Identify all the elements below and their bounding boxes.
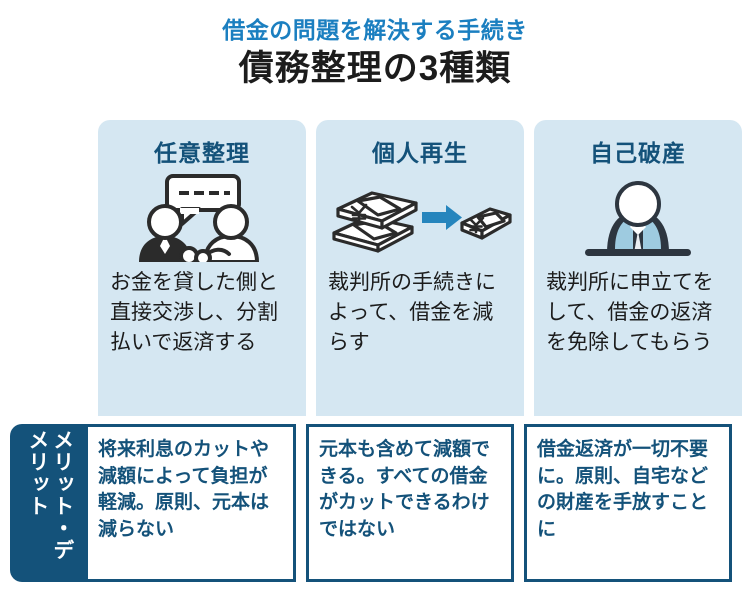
method-column-kojin-saisei: 個人再生 (316, 120, 524, 416)
method-title: 任意整理 (154, 140, 250, 166)
method-description: お金を貸した側と直接交渉し、分割払いで返済する (110, 271, 278, 354)
merit-demerit-band: メリット・デメリット 将来利息のカットや減額によって負担が軽減。原則、元本は減ら… (10, 424, 742, 582)
merit-demerit-cell-nini-seiri: 将来利息のカットや減額によって負担が軽減。原則、元本は減らない (88, 424, 296, 582)
method-column-nini-seiri: 任意整理 (98, 120, 306, 416)
method-description: 裁判所に申立てをして、借金の返済を免除してもらう (546, 271, 714, 354)
merit-demerit-cells: 将来利息のカットや減額によって負担が軽減。原則、元本は減らない 元本も含めて減額… (88, 424, 742, 582)
method-title: 個人再生 (372, 140, 468, 166)
merit-demerit-cell-jiko-hasan: 借金返済が一切不要に。原則、自宅などの財産を手放すことに (524, 424, 732, 582)
page-title: 債務整理の3種類 (238, 49, 512, 89)
merit-demerit-label-text: メリット・デメリット (26, 429, 74, 561)
method-title: 自己破産 (590, 140, 686, 166)
header: 借金の問題を解決する手続き 債務整理の3種類 (0, 0, 750, 90)
method-column-jiko-hasan: 自己破産 裁判所に申立てをして、借金の返済を免除してもらう (534, 120, 742, 416)
person-at-court-bench-icon (534, 172, 742, 264)
money-stack-reduction-arrow-icon (316, 172, 524, 264)
merit-demerit-label: メリット・デメリット (10, 424, 88, 582)
method-description: 裁判所の手続きによって、借金を減らす (328, 271, 496, 354)
page-subtitle: 借金の問題を解決する手続き (222, 17, 528, 43)
two-people-negotiation-icon (98, 172, 306, 264)
merit-demerit-cell-kojin-saisei: 元本も含めて減額できる。すべての借金がカットできるわけではない (306, 424, 514, 582)
methods-columns: 任意整理 (98, 120, 742, 416)
